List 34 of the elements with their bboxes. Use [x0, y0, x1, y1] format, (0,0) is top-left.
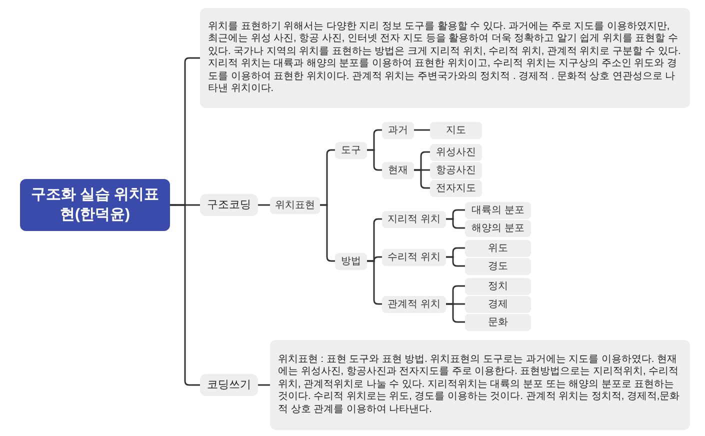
subtopic-box: 위성사진: [430, 144, 482, 160]
text-note-box: 위치표현 : 표현 도구와 표현 방법. 위치표현의 도구로는 과거에는 지도를 이용하였다. 현재에는 위성사진, 항공사진과 전자지도를 주로 이용한다. 표현방법으로는 지리적위치, 수리적위치, 관계적위치로 나눌 수 있다. 지리적위치는 대륙의 분포 또는 해양의 분포로 표현하는 것이다. 수리적 위치로는 위도, 경도를 이용하는 것이다. 관계적 위치는 정치적, 경제적,문화적 상호 관계를 이용하여 나타낸다.: [270, 340, 690, 430]
connector-line: [367, 149, 382, 171]
topic-box: 구조코딩: [200, 194, 258, 216]
subtopic-box: 수리적 위치: [382, 248, 446, 266]
subtopic-box: 도구: [335, 142, 367, 158]
connector-line: [414, 129, 430, 131]
subtopic-box: 전자지도: [430, 180, 482, 196]
connector-line: [446, 218, 465, 229]
connector-line: [367, 260, 382, 305]
topic-box: 코딩쓰기: [200, 374, 258, 396]
subtopic-box: 방법: [335, 252, 367, 270]
subtopic-box: 지리적 위치: [382, 210, 446, 228]
subtopic-box: 항공사진: [430, 162, 482, 178]
connector-line: [446, 303, 465, 323]
subtopic-box: 지도: [430, 122, 482, 138]
subtopic-box: 정치: [465, 278, 531, 294]
root-topic-box: 구조화 실습 위치표현(한덕윤): [20, 179, 170, 231]
subtopic-box: 관계적 위치: [382, 296, 446, 312]
subtopic-box: 현재: [382, 162, 414, 178]
connector-line: [258, 384, 270, 386]
subtopic-box: 경도: [465, 258, 531, 274]
subtopic-box: 위치표현: [270, 196, 320, 214]
connector-line: [446, 256, 465, 267]
subtopic-box: 해양의 분포: [465, 220, 531, 236]
connector-line: [258, 204, 270, 206]
subtopic-box: 위도: [465, 240, 531, 256]
connector-line: [414, 169, 430, 189]
subtopic-box: 경제: [465, 296, 531, 312]
subtopic-box: 대륙의 분포: [465, 202, 531, 218]
text-note-box: 위치를 표현하기 위해서는 다양한 지리 정보 도구를 활용할 수 있다. 과거에는 주로 지도를 이용하였지만, 최근에는 위성 사진, 항공 사진, 인터넷 전자 지도 등을 활용하여 더욱 정확하고 알기 쉽게 위치를 표현할 수 있다. 국가나 지역의 위치를 표현하는 방법은 크게 지리적 위치, 수리적 위치, 관계적 위치로 구분할 수 있다. 지리적 위치는 대륙과 해양의 분포를 이용하여 표현한 위치이고, 수리적 위치는 지구상의 주소인 위도와 경도를 이용하여 표현한 위치이다. 관계적 위치는 주변국가와의 정치적 . 경제적 . 문화적 상호 연관성으로 나타낸 위치이다.: [200, 8, 690, 108]
connector-line: [320, 204, 335, 262]
subtopic-box: 문화: [465, 314, 531, 330]
subtopic-box: 과거: [382, 122, 414, 138]
